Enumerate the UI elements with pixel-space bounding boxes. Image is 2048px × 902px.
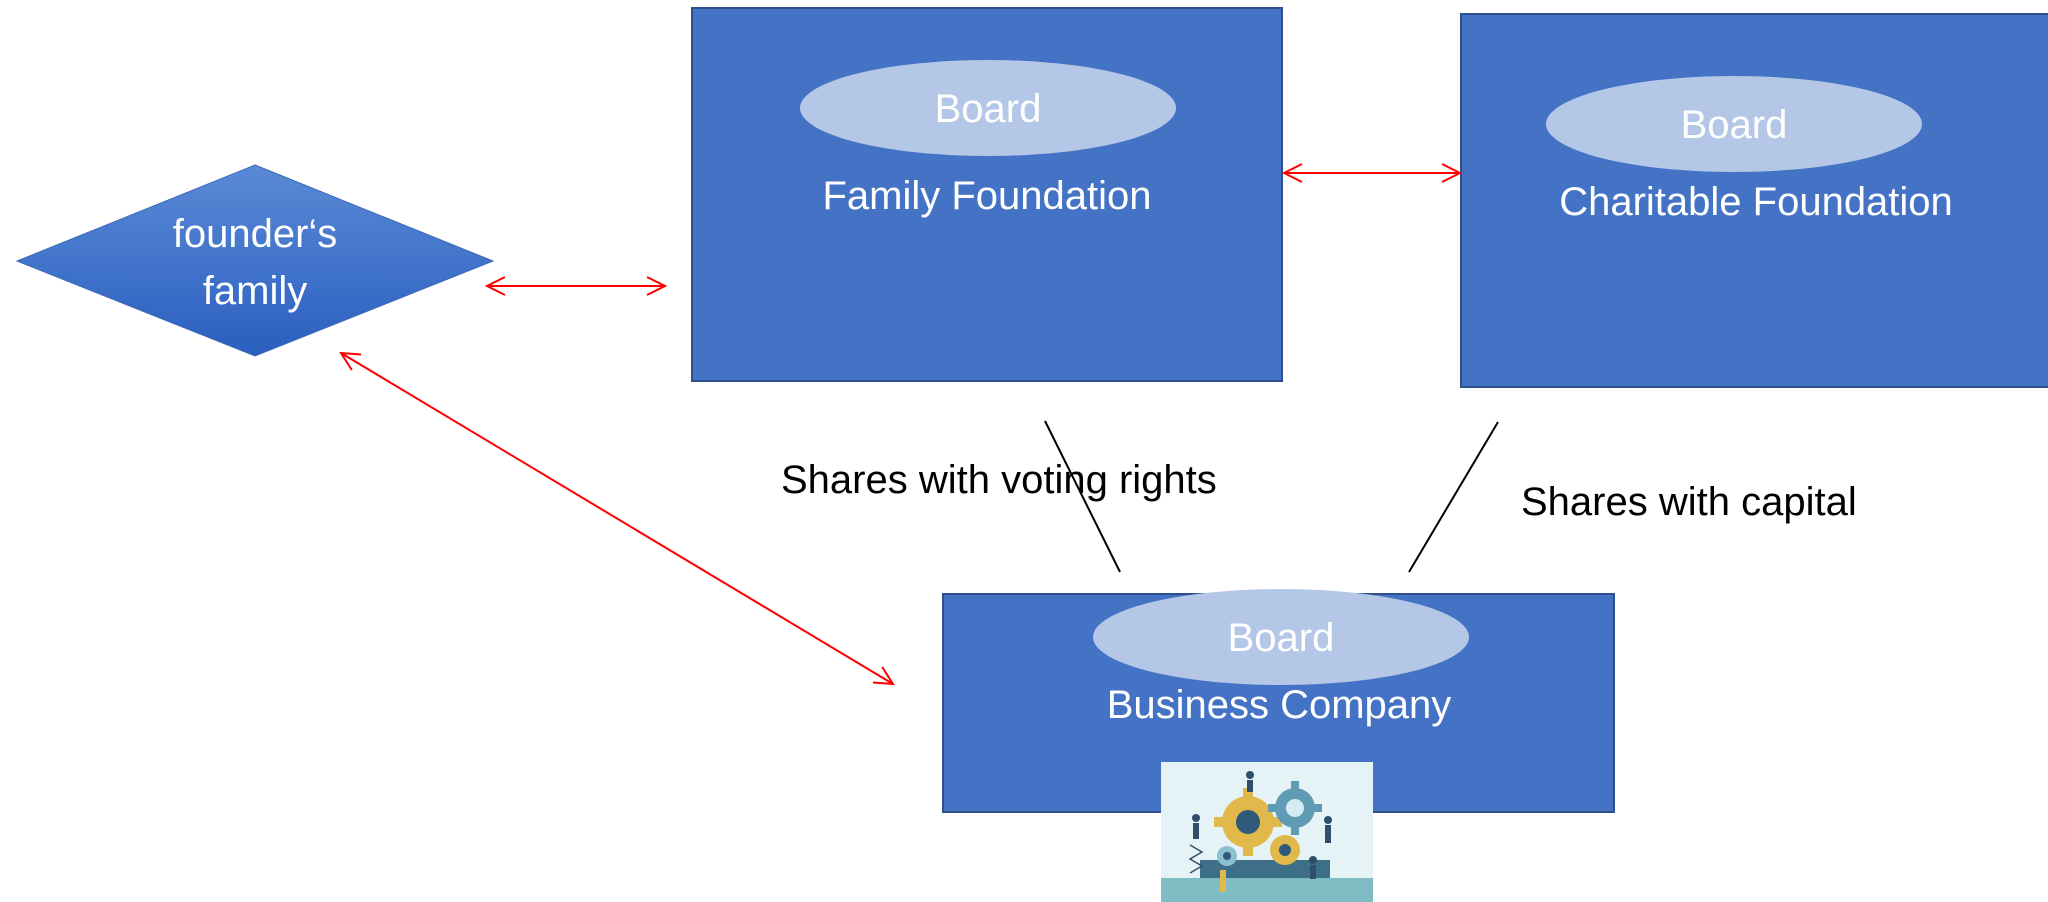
gears-illustration-icon xyxy=(1161,762,1373,902)
arrow-family-to-business-company xyxy=(341,353,893,684)
family-foundation-label: Family Foundation xyxy=(822,174,1151,218)
charitable-foundation-label: Charitable Foundation xyxy=(1559,180,1953,224)
family-foundation-board-label: Board xyxy=(935,87,1042,131)
family-foundation-board-ellipse xyxy=(800,60,1176,156)
charitable-foundation-node: Board Charitable Foundation xyxy=(1460,13,2048,388)
edge-label-voting-rights: Shares with voting rights xyxy=(781,458,1217,502)
business-company-board-ellipse xyxy=(1093,589,1469,685)
charitable-foundation-box xyxy=(1460,13,2048,388)
charitable-foundation-board-ellipse xyxy=(1546,76,1922,172)
business-company-board-label: Board xyxy=(1228,616,1335,660)
business-company-label: Business Company xyxy=(1107,683,1452,727)
charitable-foundation-board-label: Board xyxy=(1681,103,1788,147)
founders-family-node: founder‘s family xyxy=(15,164,495,357)
family-foundation-node: Board Family Foundation xyxy=(691,7,1283,382)
founders-family-diamond xyxy=(15,164,495,357)
founders-family-label-line1: founder‘s xyxy=(173,212,338,256)
line-voting-rights xyxy=(1044,420,1121,573)
founders-family-label-line2: family xyxy=(203,269,307,313)
line-capital xyxy=(1408,421,1499,573)
edge-label-capital: Shares with capital xyxy=(1521,480,1857,524)
